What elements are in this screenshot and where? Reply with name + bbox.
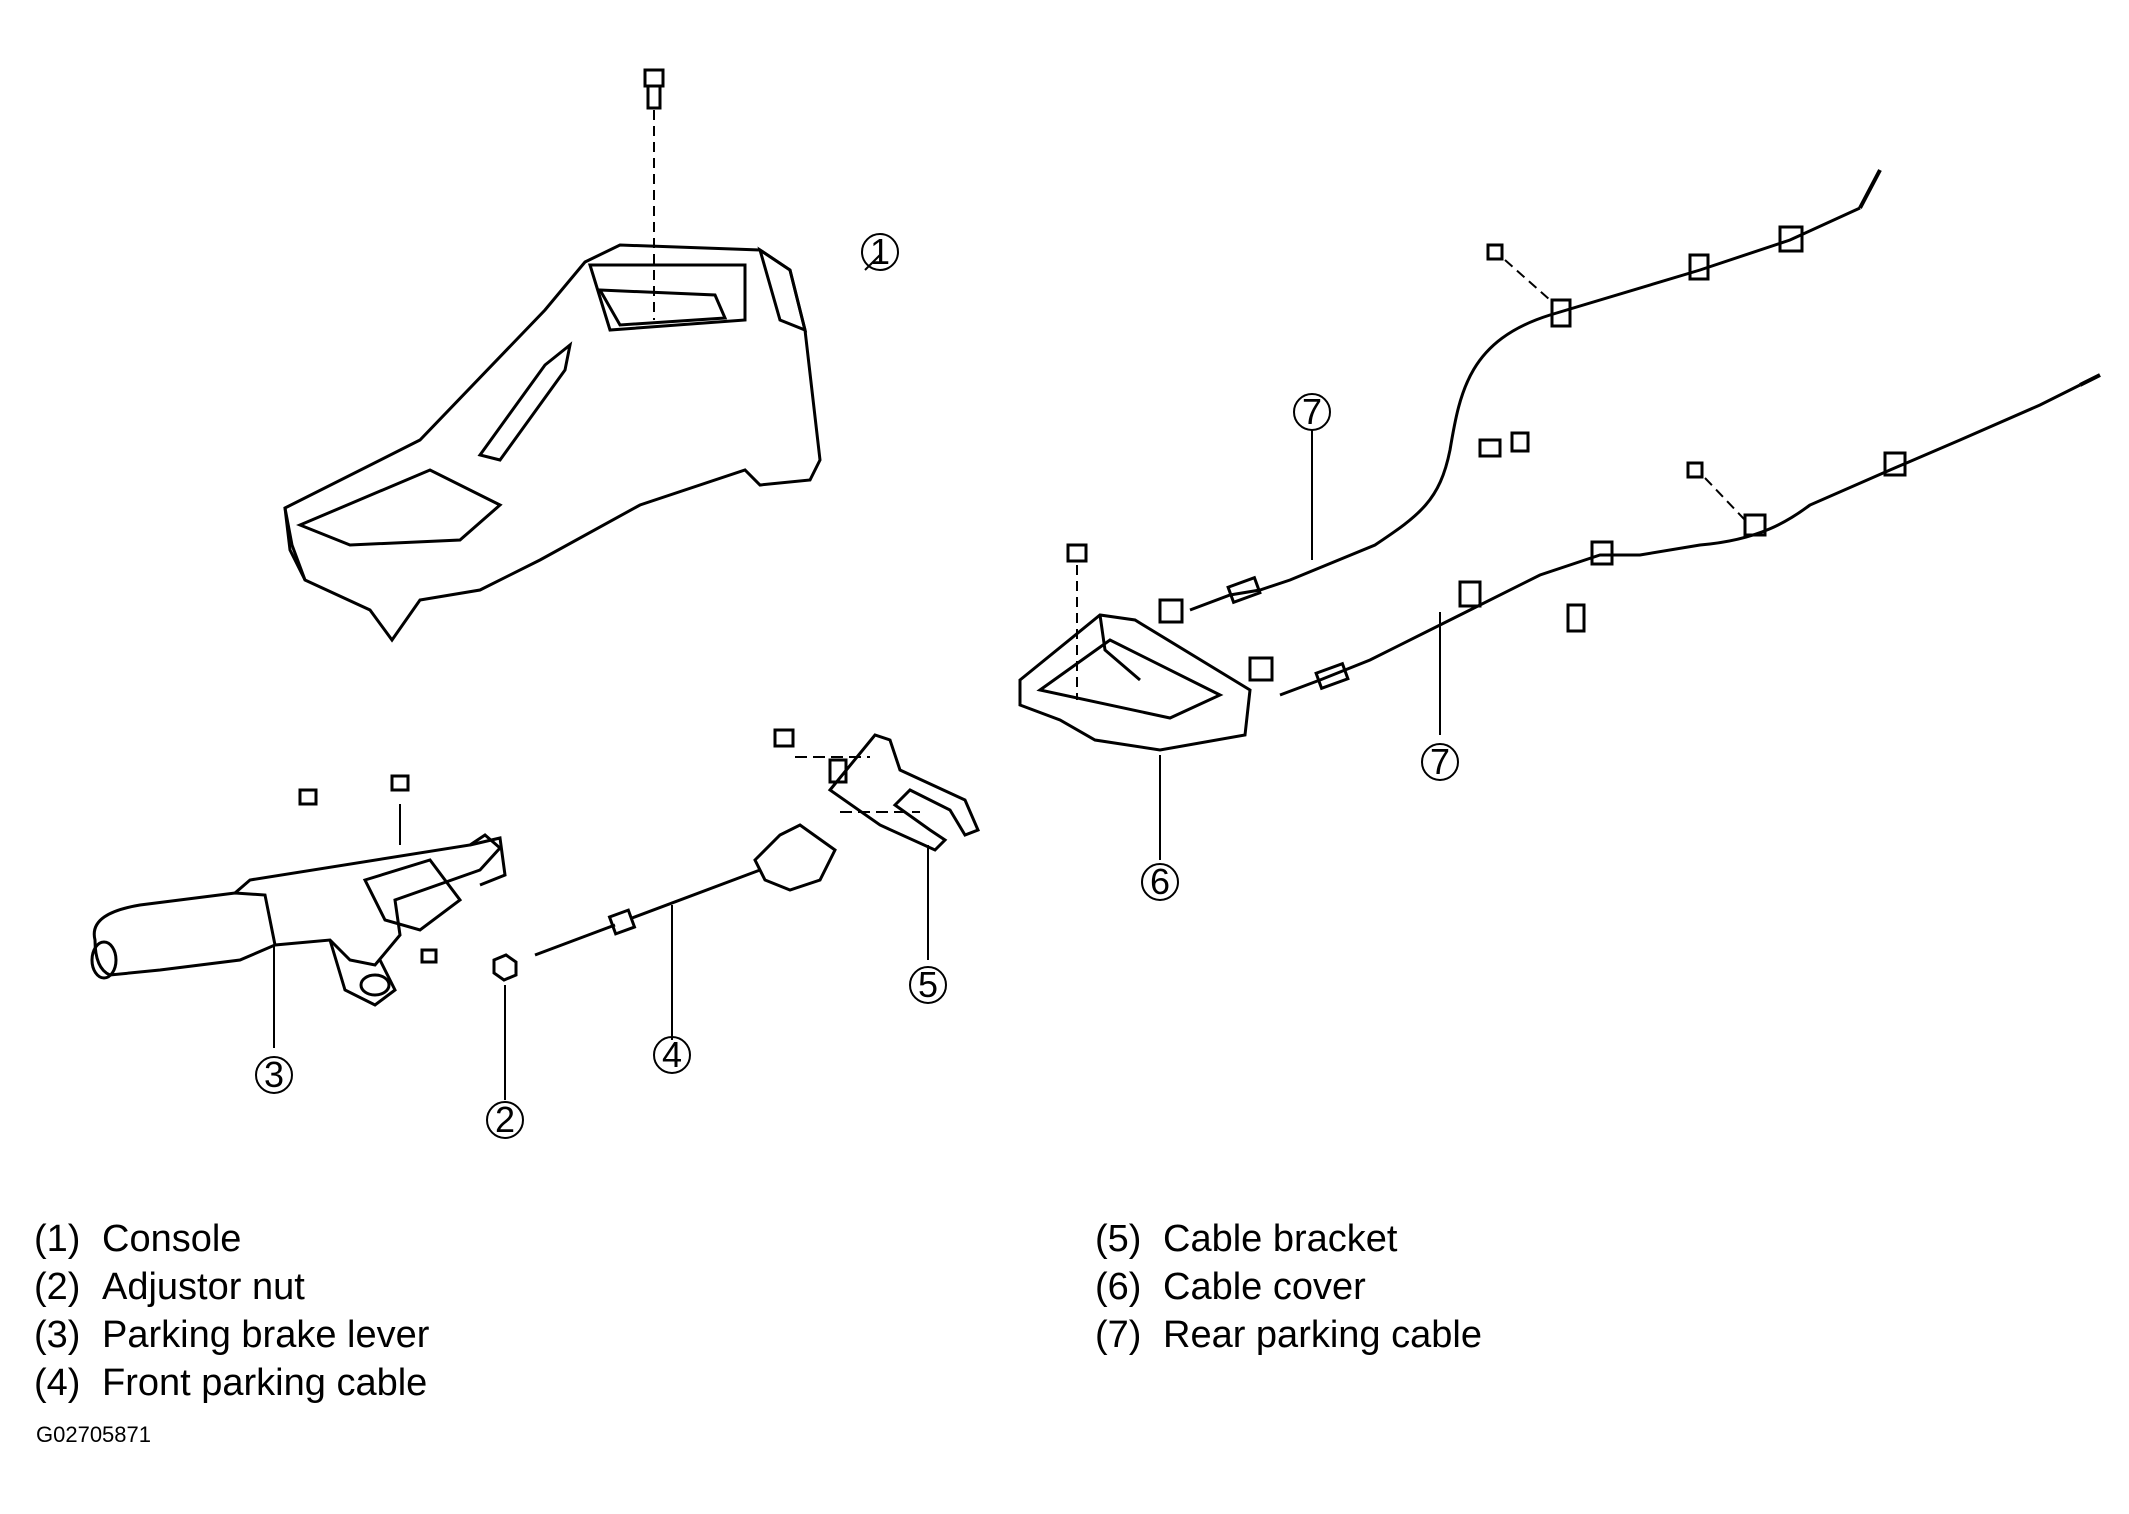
callout-leaders bbox=[273, 254, 881, 1048]
callout-label: 6 bbox=[1150, 861, 1170, 902]
legend-label: Console bbox=[102, 1218, 242, 1260]
figure-id: G02705871 bbox=[36, 1422, 151, 1447]
exploded-diagram: 1 2 3 4 5 6 7 7 bbox=[90, 68, 2101, 1140]
callout-2: 2 bbox=[486, 1099, 524, 1140]
legend-item: (7) Rear parking cable bbox=[1095, 1311, 1482, 1359]
callout-label: 7 bbox=[1430, 741, 1450, 782]
legend-num: (6) bbox=[1095, 1266, 1142, 1308]
legend-right: (5) Cable bracket (6) Cable cover (7) Rear … bbox=[1095, 1215, 1482, 1359]
legend-label: Rear parking cable bbox=[1163, 1314, 1482, 1356]
callout-label: 7 bbox=[1302, 391, 1322, 432]
legend-num: (5) bbox=[1095, 1218, 1142, 1260]
adjustor-nut bbox=[492, 953, 518, 1100]
legend-num: (4) bbox=[34, 1362, 81, 1404]
callout-4: 4 bbox=[653, 1034, 691, 1075]
legend-num: (2) bbox=[34, 1266, 81, 1308]
callout-7-upper: 7 bbox=[1293, 391, 1331, 490]
legend-item: (2) Adjustor nut bbox=[34, 1263, 429, 1311]
callout-7-lower: 7 bbox=[1421, 741, 1459, 782]
legend-item: (1) Console bbox=[34, 1215, 429, 1263]
legend-item: (5) Cable bracket bbox=[1095, 1215, 1482, 1263]
cable-cover bbox=[1018, 543, 1252, 860]
legend-item: (6) Cable cover bbox=[1095, 1263, 1482, 1311]
callout-label: 3 bbox=[264, 1054, 284, 1095]
callout-label: 4 bbox=[662, 1034, 682, 1075]
parking-brake-lever bbox=[90, 774, 507, 1007]
callout-6: 6 bbox=[1141, 861, 1179, 902]
callout-5: 5 bbox=[909, 964, 947, 1005]
legend-label: Cable cover bbox=[1163, 1266, 1366, 1308]
legend-label: Cable bracket bbox=[1163, 1218, 1398, 1260]
legend-num: (7) bbox=[1095, 1314, 1142, 1356]
legend-label: Adjustor nut bbox=[102, 1266, 305, 1308]
legend-item: (3) Parking brake lever bbox=[34, 1311, 429, 1359]
front-parking-cable bbox=[534, 823, 837, 1040]
legend-label: Parking brake lever bbox=[102, 1314, 430, 1356]
console-bolt bbox=[643, 68, 665, 320]
callout-1: 1 bbox=[861, 231, 899, 272]
legend-left: (1) Console (2) Adjustor nut (3) Parking br… bbox=[34, 1215, 429, 1407]
callout-3: 3 bbox=[255, 1054, 293, 1095]
cable-bracket bbox=[773, 728, 980, 960]
legend-num: (1) bbox=[34, 1218, 81, 1260]
rear-parking-cable-lower bbox=[1248, 373, 2101, 735]
callout-label: 5 bbox=[918, 964, 938, 1005]
rear-parking-cable-upper bbox=[1158, 169, 1882, 624]
console bbox=[283, 243, 822, 643]
legend-label: Front parking cable bbox=[102, 1362, 428, 1404]
legend-item: (4) Front parking cable bbox=[34, 1359, 429, 1407]
legend-num: (3) bbox=[34, 1314, 81, 1356]
callout-label: 1 bbox=[870, 231, 890, 272]
callout-label: 2 bbox=[495, 1099, 515, 1140]
